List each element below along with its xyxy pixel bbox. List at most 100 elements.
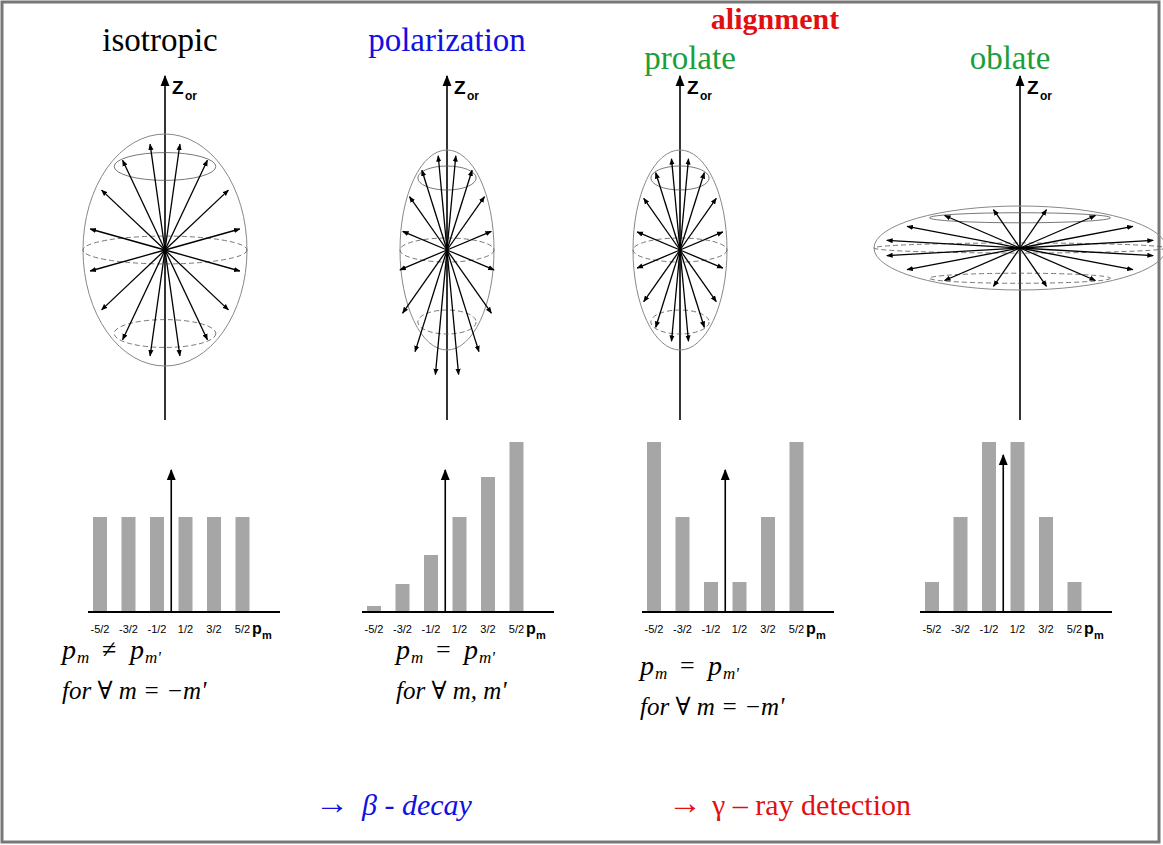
chart-axis xyxy=(88,611,280,613)
tick-label: -1/2 xyxy=(702,624,721,635)
population-bar xyxy=(510,442,524,612)
axis-label: Z xyxy=(1027,78,1039,97)
population-chart xyxy=(88,470,280,612)
formula-symbol: p xyxy=(708,652,722,680)
spin-vector xyxy=(90,250,165,271)
population-bar xyxy=(1011,442,1025,612)
tick-label: 1/2 xyxy=(178,624,193,635)
population-bar xyxy=(761,517,775,612)
column-heading: isotropic xyxy=(102,24,217,57)
formula-condition: for ∀ m = −m' xyxy=(640,694,784,719)
ellipsoid-outline xyxy=(633,150,727,350)
population-chart xyxy=(362,442,554,612)
population-bar xyxy=(236,517,250,612)
spin-vector xyxy=(672,159,681,250)
bar-charts xyxy=(88,442,1112,612)
axis-label: Z xyxy=(172,78,184,97)
tick-label: 1/2 xyxy=(732,624,747,635)
orientation-figures xyxy=(83,76,1163,420)
chart-axis xyxy=(362,611,554,613)
spin-vector xyxy=(907,226,1020,248)
column-heading: oblate xyxy=(970,42,1051,75)
population-bar xyxy=(1068,582,1082,612)
tick-label: 3/2 xyxy=(1038,624,1053,635)
spin-vector xyxy=(400,250,447,270)
tick-label: -5/2 xyxy=(365,624,384,635)
spin-vector xyxy=(165,250,180,356)
axis-label: p xyxy=(1084,621,1094,637)
orientation-ellipsoid xyxy=(874,76,1163,420)
tick-label: -1/2 xyxy=(980,624,999,635)
ellipsoid-outline xyxy=(400,150,494,350)
tick-label: -5/2 xyxy=(91,624,110,635)
formula-subscript: m' xyxy=(479,649,495,666)
chart-center-arrow xyxy=(724,470,726,612)
tick-label: 5/2 xyxy=(235,624,250,635)
spin-vector xyxy=(680,173,704,250)
tick-label: 3/2 xyxy=(760,624,775,635)
tick-label: -3/2 xyxy=(119,624,138,635)
spin-vector xyxy=(410,197,448,250)
spin-vector xyxy=(1020,216,1095,249)
tick-label: 5/2 xyxy=(1067,624,1082,635)
population-bar xyxy=(424,555,438,612)
chart-center-arrow xyxy=(1002,455,1004,612)
formula-symbol: p xyxy=(640,652,654,680)
population-bar xyxy=(1039,517,1053,612)
arrow-symbol: → xyxy=(668,786,702,820)
population-bar xyxy=(982,442,996,612)
chart-center-arrow xyxy=(444,470,446,612)
formula-operator: = xyxy=(680,653,695,679)
group-heading: alignment xyxy=(711,4,839,34)
orientation-ellipsoid xyxy=(633,76,727,420)
spin-vector xyxy=(150,144,165,250)
orientation-ellipsoid xyxy=(83,76,247,420)
axis-subscript: m xyxy=(816,630,826,641)
formula-symbol: p xyxy=(464,636,478,664)
formula-operator: = xyxy=(436,637,451,663)
column-heading: polarization xyxy=(368,24,526,57)
spin-vector xyxy=(447,250,491,313)
spin-vector xyxy=(123,250,165,340)
formula-subscript: m' xyxy=(723,665,739,682)
population-bar xyxy=(733,582,747,612)
spin-vector xyxy=(165,229,240,250)
population-chart xyxy=(642,442,834,612)
tick-label: 3/2 xyxy=(206,624,221,635)
tick-label: 1/2 xyxy=(1010,624,1025,635)
population-bar xyxy=(676,517,690,612)
population-bar xyxy=(122,517,136,612)
consequence-text: β - decay xyxy=(362,790,472,820)
population-bar xyxy=(925,582,939,612)
axis-label: p xyxy=(526,621,536,637)
chart-axis xyxy=(642,611,834,613)
tick-label: 1/2 xyxy=(452,624,467,635)
formula-condition: for ∀ m, m' xyxy=(396,678,507,703)
chart-axis xyxy=(920,611,1112,613)
formula-subscript: m xyxy=(77,649,89,666)
spin-vector xyxy=(680,250,716,302)
spin-vector xyxy=(165,250,228,310)
spin-vector xyxy=(680,232,723,250)
axis-subscript: m xyxy=(1094,630,1104,641)
spin-vector xyxy=(637,250,680,268)
formula-symbol: p xyxy=(396,636,410,664)
axis-subscript: or xyxy=(467,90,479,102)
formula-operator: ≠ xyxy=(102,637,116,663)
spin-vector xyxy=(438,156,447,250)
spin-vector xyxy=(656,250,680,327)
tick-label: 5/2 xyxy=(509,624,524,635)
ellipsoid-outline xyxy=(874,206,1163,290)
spin-vector xyxy=(1020,248,1133,270)
chart-center-arrow xyxy=(170,470,172,612)
spin-vector xyxy=(447,250,459,375)
spin-vector xyxy=(165,160,207,250)
tick-label: -5/2 xyxy=(923,624,942,635)
consequence-text: γ – ray detection xyxy=(712,790,911,820)
tick-label: 5/2 xyxy=(789,624,804,635)
formula-subscript: m xyxy=(411,649,423,666)
axis-subscript: or xyxy=(700,90,712,102)
